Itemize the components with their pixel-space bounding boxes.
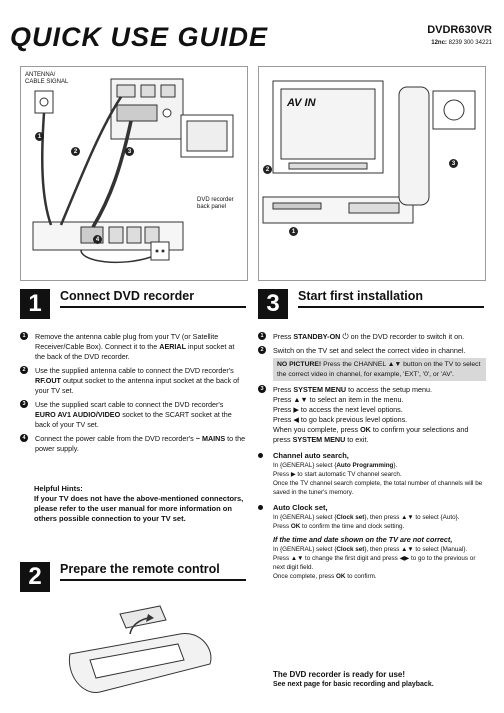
model-number: DVDR630VR — [427, 24, 492, 36]
section-title: Prepare the remote control — [60, 562, 220, 576]
channel-auto-search: Channel auto search, In {GENERAL} select… — [258, 451, 486, 497]
antenna-label: ANTENNA/ CABLE SIGNAL — [25, 72, 69, 85]
ready-message: The DVD recorder is ready for use! See n… — [273, 670, 434, 688]
callout-4: 4 — [93, 235, 102, 244]
installation-illustration — [262, 80, 476, 224]
step-item: 2 Switch on the TV set and select the co… — [258, 346, 486, 356]
section3-content: 1 Press STANDBY-ON ⏻ on the DVD recorder… — [258, 332, 486, 581]
section-title: Connect DVD recorder — [60, 289, 195, 303]
remote-battery-illustration — [68, 605, 212, 693]
installation-diagram-panel: AV IN 2 1 3 — [258, 66, 486, 281]
step-item: 3 Use the supplied scart cable to connec… — [20, 400, 246, 430]
section1-steps: 1 Remove the antenna cable plug from you… — [20, 332, 246, 458]
callout-2: 1 — [289, 227, 298, 236]
power-icon: ⏻ — [342, 332, 349, 341]
tv-screen-text: AV IN — [287, 97, 316, 109]
step-item: 4 Connect the power cable from the DVD r… — [20, 434, 246, 454]
section-rule — [60, 579, 246, 581]
page-title: QUICK USE GUIDE — [10, 22, 269, 52]
section-title: Start first installation — [298, 289, 424, 303]
step-item: 3 Press SYSTEM MENU to access the setup … — [258, 385, 486, 445]
connection-diagram-panel: ANTENNA/ CABLE SIGNAL 1 2 3 4 DV — [20, 66, 248, 281]
callout-1: 2 — [263, 165, 272, 174]
part-code: 12nc: 8239 300 34221 — [431, 40, 492, 46]
helpful-hints: Helpful Hints: If your TV does not have … — [34, 484, 244, 523]
callout-3: 3 — [449, 159, 458, 168]
back-panel-label: DVD recorder back panel — [197, 197, 234, 210]
section-rule — [298, 306, 484, 308]
section-number: 3 — [258, 289, 288, 319]
section-number: 1 — [20, 289, 50, 319]
section-number: 2 — [20, 562, 50, 592]
callout-2: 2 — [71, 147, 80, 156]
step-item: 1 Remove the antenna cable plug from you… — [20, 332, 246, 362]
section-rule — [60, 306, 246, 308]
connection-illustration — [32, 78, 234, 264]
step-item: 1 Press STANDBY-ON ⏻ on the DVD recorder… — [258, 332, 486, 342]
no-picture-note: NO PICTURE! Press the CHANNEL ▲▼ button … — [273, 358, 486, 381]
step-item: 2 Use the supplied antenna cable to conn… — [20, 366, 246, 396]
callout-1: 1 — [35, 132, 44, 141]
callout-3: 3 — [125, 147, 134, 156]
auto-clock-set: Auto Clock set, In {GENERAL} select {Clo… — [258, 503, 486, 581]
